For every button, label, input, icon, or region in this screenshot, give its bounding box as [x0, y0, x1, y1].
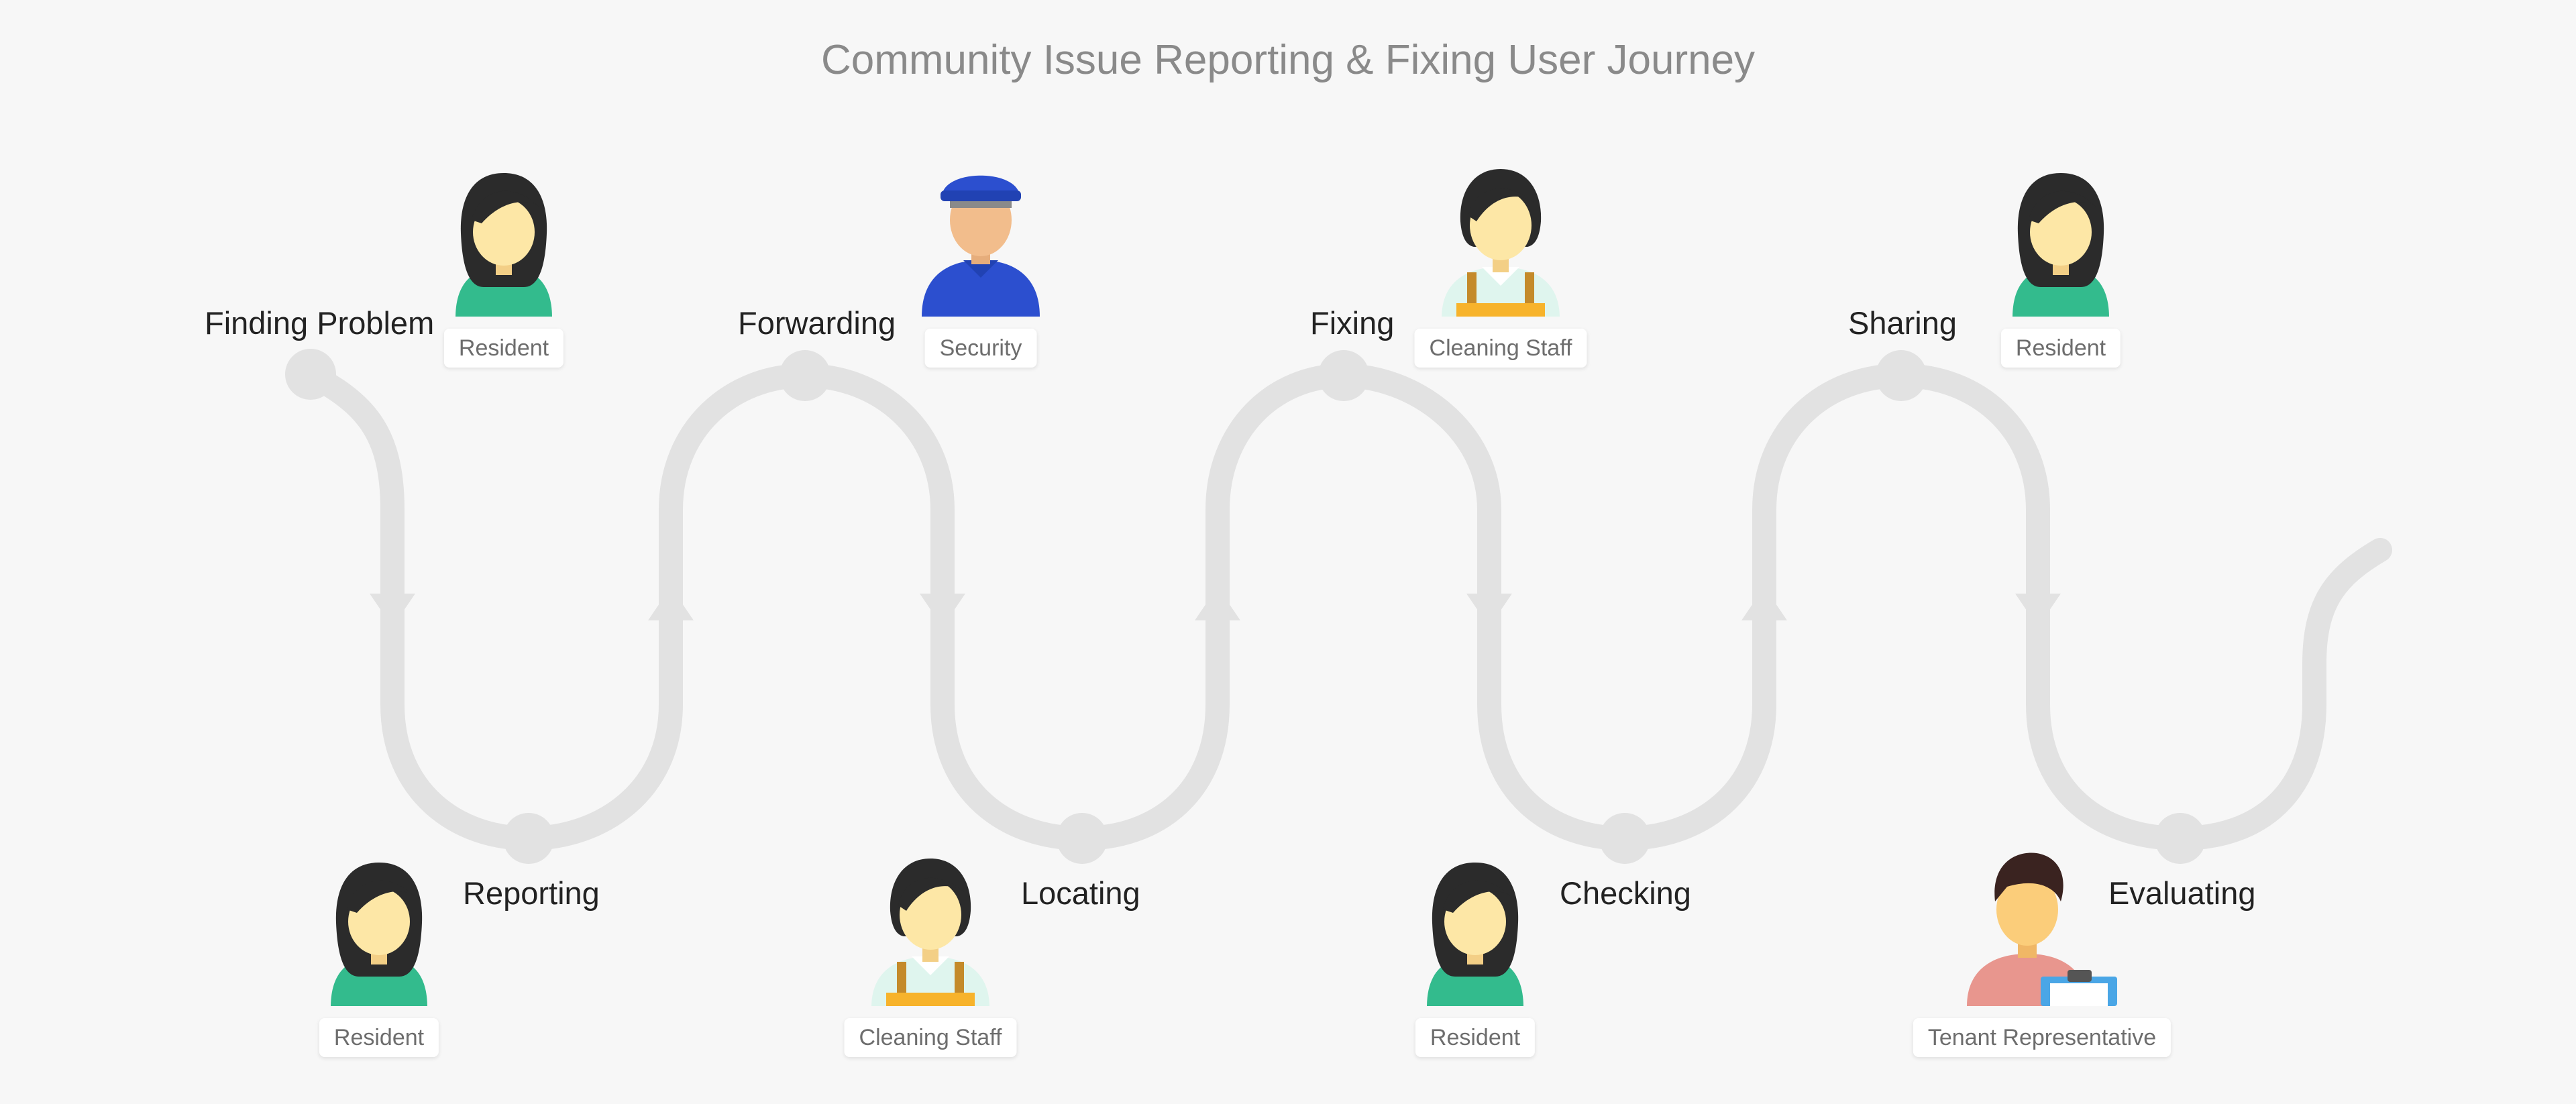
resident-avatar — [1427, 863, 1523, 1006]
step-node — [1876, 350, 1927, 401]
step-label-sharing: Sharing — [1848, 305, 1957, 341]
step-label-locating: Locating — [1021, 875, 1140, 911]
security-avatar — [922, 175, 1040, 317]
resident-avatar — [331, 863, 427, 1006]
direction-arrows — [370, 587, 2061, 627]
step-label-evaluating: Evaluating — [2108, 875, 2256, 911]
step-label-forwarding: Forwarding — [738, 305, 896, 341]
role-badge: Security — [924, 329, 1037, 368]
page-title: Community Issue Reporting & Fixing User … — [820, 37, 1756, 83]
step-node — [2155, 813, 2206, 864]
step-label-finding-problem: Finding Problem — [205, 305, 435, 341]
role-badge: Tenant Representative — [1913, 1018, 2171, 1057]
step-label-fixing: Fixing — [1310, 305, 1395, 341]
step-label-reporting: Reporting — [463, 875, 600, 911]
role-badge: Resident — [2000, 329, 2121, 368]
tenant-representative-avatar — [1967, 852, 2117, 1006]
step-node — [285, 349, 336, 400]
step-node — [780, 350, 830, 401]
step-node — [503, 813, 554, 864]
step-node — [1599, 813, 1650, 864]
role-badge: Resident — [1415, 1018, 1536, 1057]
role-badge: Cleaning Staff — [844, 1018, 1017, 1057]
step-label-checking: Checking — [1560, 875, 1691, 911]
arrow-down-icon — [1466, 594, 1512, 627]
arrow-up-icon — [1741, 587, 1787, 620]
step-nodes — [285, 349, 2206, 864]
resident-avatar — [455, 173, 552, 317]
resident-avatar — [2012, 173, 2109, 317]
role-badge: Resident — [319, 1018, 439, 1057]
arrow-up-icon — [1195, 587, 1240, 620]
role-badge: Resident — [443, 329, 564, 368]
role-badge: Cleaning Staff — [1414, 329, 1587, 368]
arrow-down-icon — [920, 594, 965, 627]
arrow-down-icon — [370, 594, 415, 627]
step-node — [1057, 813, 1108, 864]
arrow-down-icon — [2015, 594, 2061, 627]
cleaning-staff-avatar — [871, 859, 989, 1006]
arrow-up-icon — [648, 587, 694, 620]
cleaning-staff-avatar — [1442, 169, 1560, 317]
step-node — [1318, 350, 1369, 401]
